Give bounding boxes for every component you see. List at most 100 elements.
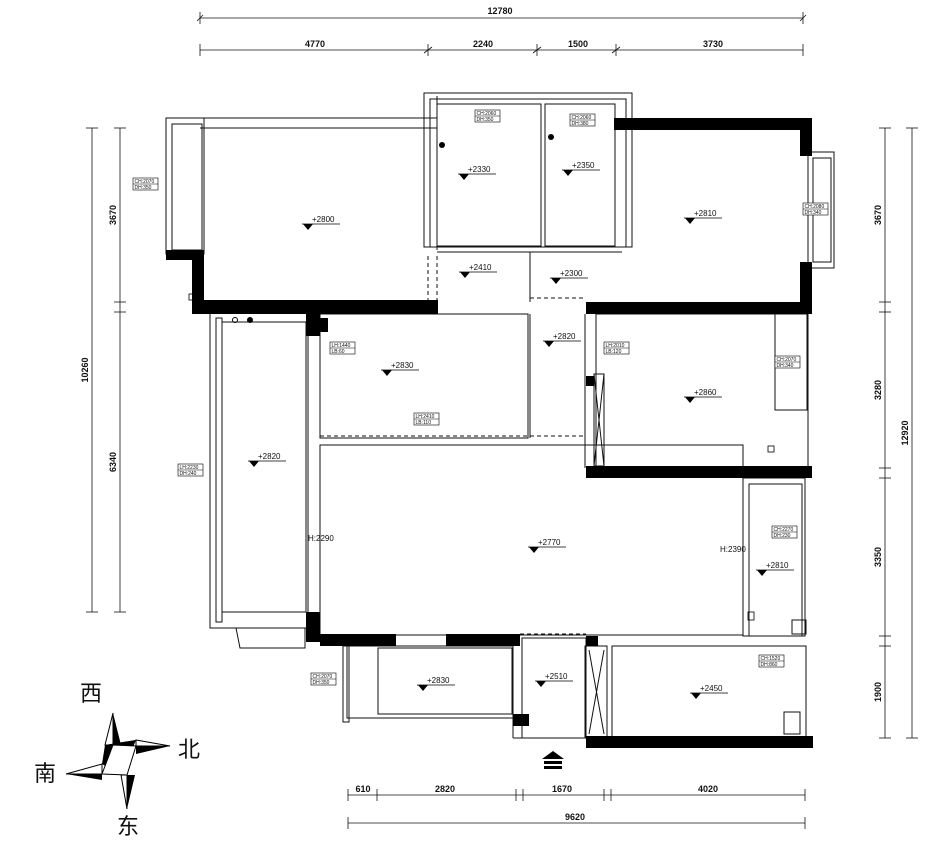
dim-top-seg-4: 3730 [703, 39, 723, 49]
compass-west-label: 西 [80, 682, 102, 707]
window-tag-text: DH:350 [477, 117, 494, 123]
dim-right-total: 12920 [900, 420, 910, 445]
level-marker-icon [544, 341, 554, 347]
level-label: +2770 [538, 538, 561, 547]
level-label: +2410 [469, 263, 492, 272]
dim-right-seg-4: 1900 [873, 682, 883, 702]
level-marker-icon [529, 547, 539, 553]
level-marker: +2830 [381, 361, 419, 376]
window-tag-text: LH:1440 [332, 343, 351, 349]
level-label: +2830 [427, 676, 450, 685]
window-tag-text: LH:2410 [416, 414, 435, 420]
window-tag-text: DH:350 [135, 185, 152, 191]
window-tag-text: DH:340 [777, 363, 794, 369]
drain-icon [548, 134, 554, 140]
dim-top-seg-3: 1500 [568, 39, 588, 49]
level-marker-icon [460, 272, 470, 278]
window-tag-text: LH:2230 [180, 465, 199, 471]
window-tag-text: CH:2070 [313, 674, 333, 680]
compass-rose: 西 南 北 东 [34, 682, 200, 840]
dim-top-seg-1: 4770 [305, 39, 325, 49]
level-marker: +2300 [550, 269, 588, 284]
window-tag-text: CH:2080 [805, 204, 825, 210]
window-tag-text: CH:2060 [572, 115, 592, 121]
outlet-icon [232, 317, 238, 323]
level-label: +2820 [553, 332, 576, 341]
entrance-step [544, 766, 562, 769]
window-tag-text: LB:60 [332, 349, 345, 355]
dim-bottom-seg-2: 2820 [435, 784, 455, 794]
level-marker-icon [563, 170, 573, 176]
level-label: +2450 [700, 684, 723, 693]
fixtures [188, 134, 775, 769]
level-marker-icon [757, 570, 767, 576]
level-marker: +2510 [535, 672, 573, 687]
window-tag-text: DH:340 [805, 210, 822, 216]
window-tag-text: CH:2070 [777, 357, 797, 363]
dim-bottom-seg-3: 1670 [552, 784, 572, 794]
level-marker-icon [249, 461, 259, 467]
level-label: +2300 [560, 269, 583, 278]
window-tag-text: DH:380 [572, 121, 589, 127]
thick-walls [166, 118, 813, 748]
level-marker-icon [685, 397, 695, 403]
level-label: +2810 [766, 561, 789, 570]
switch-icon [747, 611, 755, 621]
dim-bottom-seg-4: 4020 [698, 784, 718, 794]
level-marker: +2770 [528, 538, 566, 553]
level-marker-icon [691, 693, 701, 699]
level-label: +2860 [694, 388, 717, 397]
level-markers: +2800+2330+2350+2810+2410+2300+2830+2820… [248, 161, 794, 699]
level-label: +2330 [468, 165, 491, 174]
window-tag-text: DH:860 [761, 662, 778, 668]
level-marker-icon [685, 218, 695, 224]
window-tag-text: DH:350 [313, 680, 330, 686]
switch-icon [188, 293, 196, 301]
entrance-step [544, 761, 562, 764]
level-marker: +2860 [684, 388, 722, 403]
level-marker-icon [418, 685, 428, 691]
level-marker: +2810 [684, 209, 722, 224]
window-tag-text: CH:2060 [477, 111, 497, 117]
window-tag-text: LB:120 [606, 349, 622, 355]
dashed-openings [319, 256, 586, 635]
switch-icon [767, 445, 775, 453]
drain-icon [247, 317, 253, 323]
window-tag-text: LH:2010 [606, 343, 625, 349]
dim-bottom-seg-1: 610 [355, 784, 370, 794]
dimension-lines [86, 12, 918, 829]
level-marker: +2350 [562, 161, 600, 176]
level-label: +2810 [694, 209, 717, 218]
entrance-arrow-icon [542, 751, 564, 759]
dim-right-seg-3: 3350 [873, 547, 883, 567]
dim-right-seg-1: 3670 [873, 205, 883, 225]
dim-bottom-total: 9620 [565, 812, 585, 822]
dim-right-seg-2: 3280 [873, 380, 883, 400]
window-tag-text: CH:1520 [761, 656, 781, 662]
dim-top-seg-2: 2240 [473, 39, 493, 49]
level-marker-icon [459, 174, 469, 180]
level-marker-icon [551, 278, 561, 284]
level-marker-icon [536, 681, 546, 687]
dim-left-seg-1: 3670 [108, 205, 118, 225]
compass-north-label: 北 [178, 738, 200, 763]
level-label: +2830 [391, 361, 414, 370]
level-marker: +2820 [543, 332, 581, 347]
level-label: +2820 [258, 452, 281, 461]
drain-icon [439, 142, 445, 148]
window-tag-text: LB:110 [416, 420, 432, 426]
dim-left-total: 10260 [80, 357, 90, 382]
level-marker-icon [303, 224, 313, 230]
level-marker: +2820 [248, 452, 286, 467]
